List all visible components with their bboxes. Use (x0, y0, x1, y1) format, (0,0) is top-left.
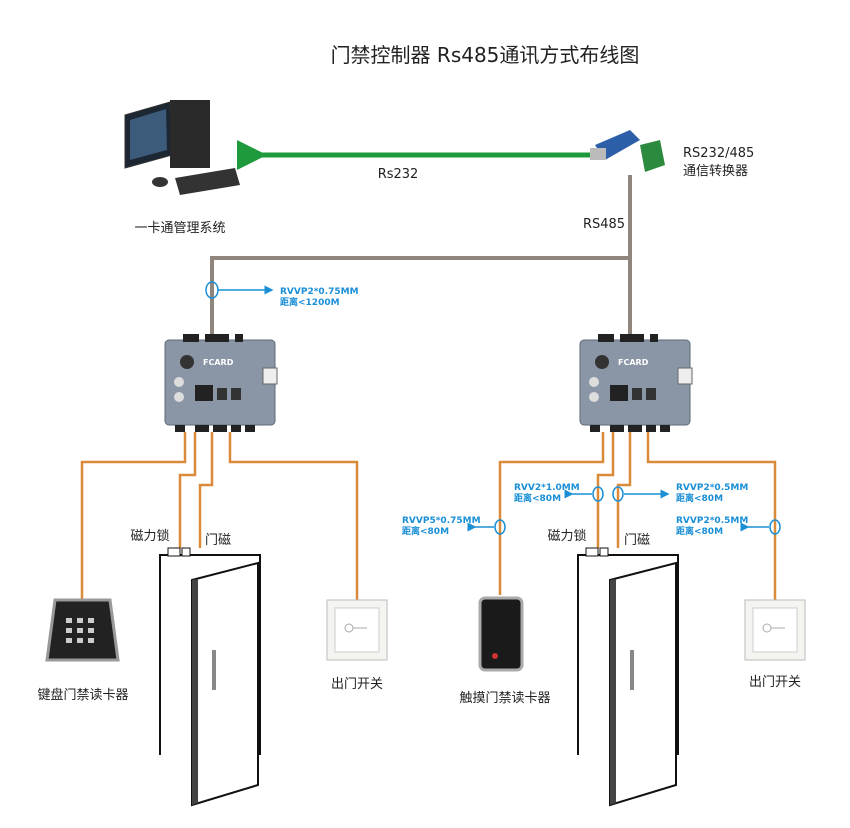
rs485-bus (210, 175, 632, 342)
door-right (577, 547, 679, 806)
bus-distance: 距离<1200M (280, 296, 340, 308)
cable-annotations (467, 486, 781, 535)
pc-label: 一卡通管理系统 (134, 221, 225, 236)
door-sensor-label-left: 门磁 (205, 533, 231, 548)
rs485-label: RS485 (583, 217, 625, 232)
controller-right: FCARD (579, 333, 693, 433)
controller-brand: FCARD (618, 358, 649, 367)
wires-right (498, 432, 777, 600)
sensor-distance: 距离<80M (676, 492, 723, 504)
reader-label-right: 触摸门禁读卡器 (459, 691, 550, 706)
desktop-computer-icon (124, 100, 240, 195)
reader-label-left: 键盘门禁读卡器 (37, 687, 128, 703)
maglock-cable: RVV2*1.0MM (514, 483, 580, 493)
exit-label-left: 出门开关 (331, 677, 383, 692)
sensor-cable: RVVP2*0.5MM (676, 483, 748, 493)
bus-cable: RVVP2*0.75MM (280, 287, 359, 297)
maglock-label-left: 磁力锁 (130, 528, 169, 544)
touch-reader-icon (478, 596, 524, 672)
door-sensor-label-right: 门磁 (624, 533, 650, 548)
keypad-reader-icon (45, 598, 120, 662)
converter-label-1: RS232/485 (683, 146, 754, 161)
exit-switch-left-icon (326, 599, 388, 661)
exit-switch-right-icon (744, 599, 806, 661)
exit-distance: 距离<80M (676, 525, 723, 537)
reader-cable: RVVP5*0.75MM (402, 516, 481, 526)
exit-cable: RVVP2*0.5MM (676, 516, 748, 526)
controller-left: FCARD (164, 333, 278, 433)
converter-icon (590, 130, 665, 172)
maglock-label-right: 磁力锁 (547, 528, 586, 544)
wires-left (80, 432, 359, 600)
door-left (159, 547, 261, 806)
controller-brand: FCARD (203, 358, 234, 367)
page-title: 门禁控制器 Rs485通讯方式布线图 (331, 43, 640, 67)
exit-label-right: 出门开关 (749, 675, 801, 690)
maglock-distance: 距离<80M (514, 492, 561, 504)
rs232-label: Rs232 (378, 167, 419, 182)
converter-label-2: 通信转换器 (683, 164, 748, 179)
reader-distance: 距离<80M (402, 525, 449, 537)
